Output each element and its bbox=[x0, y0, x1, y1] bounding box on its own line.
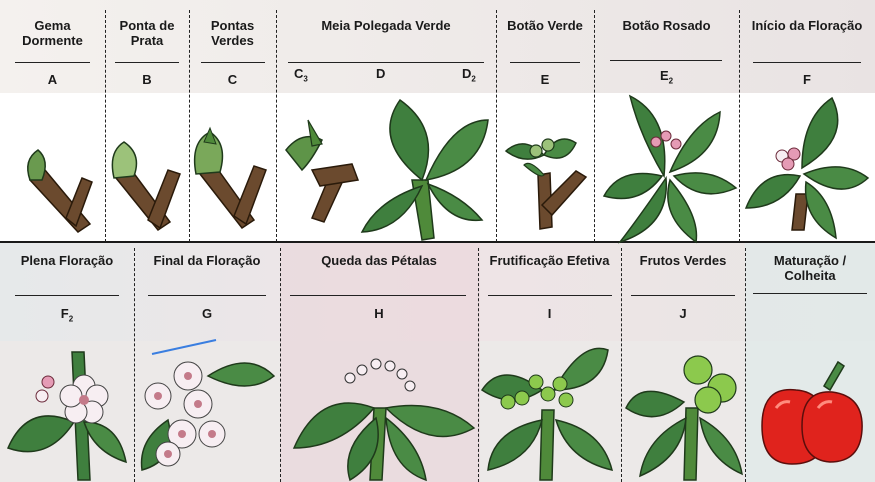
flower bbox=[60, 375, 108, 423]
stage-rule bbox=[115, 62, 179, 63]
stage-code-left: C3 bbox=[294, 66, 308, 84]
illustration-silver-tip bbox=[108, 140, 188, 235]
stage-code-mid: D bbox=[376, 66, 385, 81]
stage-rule bbox=[148, 295, 266, 296]
stage-d: Meia Polegada Verde C3 D D2 bbox=[276, 0, 496, 93]
stage-rule bbox=[753, 293, 867, 294]
illustration-green-bud bbox=[500, 125, 592, 230]
stage-a: Gema Dormente A bbox=[0, 0, 105, 93]
stage-code: A bbox=[0, 72, 105, 87]
illustration-dormant-bud bbox=[20, 140, 100, 235]
stage-b: Ponta de Prata B bbox=[105, 0, 189, 93]
stage-rule bbox=[610, 60, 722, 61]
stage-code: H bbox=[280, 306, 478, 321]
illustration-ripe-fruit bbox=[752, 356, 872, 476]
stage-code: F2 bbox=[0, 306, 134, 324]
stage-j: Frutos Verdes J bbox=[621, 243, 745, 341]
stage-title: Frutificação Efetiva bbox=[478, 253, 621, 268]
illustration-fruit-set bbox=[482, 340, 618, 480]
stage-title: Plena Floração bbox=[0, 253, 134, 268]
stage-rule bbox=[201, 62, 265, 63]
stage-code: I bbox=[478, 306, 621, 321]
stage-title: Meia Polegada Verde bbox=[276, 18, 496, 33]
illustration-petal-fall bbox=[290, 348, 476, 480]
stage-title: Pontas Verdes bbox=[189, 18, 276, 48]
stage-e: Botão Verde E bbox=[496, 0, 594, 93]
illustration-end-bloom bbox=[138, 340, 278, 480]
stage-f: Início da Floração F bbox=[739, 0, 875, 93]
stage-title: Frutos Verdes bbox=[621, 253, 745, 268]
stage-rule bbox=[288, 62, 484, 63]
stage-title: Gema Dormente bbox=[0, 18, 105, 48]
stage-code: C bbox=[189, 72, 276, 87]
stage-code: G bbox=[134, 306, 280, 321]
stage-rule bbox=[290, 295, 466, 296]
stage-e2: Botão Rosado E2 bbox=[594, 0, 739, 93]
stage-title: Final da Floração bbox=[134, 253, 280, 268]
stage-title: Maturação / Colheita bbox=[745, 253, 875, 283]
stage-i: Frutificação Efetiva I bbox=[478, 243, 621, 341]
stage-title: Botão Verde bbox=[496, 18, 594, 33]
stage-code: E2 bbox=[594, 68, 739, 86]
illustration-green-fruits bbox=[626, 348, 744, 480]
stage-rule bbox=[631, 295, 735, 296]
illustration-half-inch-green bbox=[282, 100, 494, 240]
illustration-full-bloom bbox=[8, 352, 130, 480]
stage-rule bbox=[15, 62, 90, 63]
illustration-green-tip bbox=[192, 132, 274, 232]
stage-title: Queda das Pétalas bbox=[280, 253, 478, 268]
illustration-first-bloom bbox=[742, 98, 874, 240]
stage-f2: Plena Floração F2 bbox=[0, 243, 134, 341]
stage-g: Final da Floração G bbox=[134, 243, 280, 341]
stage-code: E bbox=[496, 72, 594, 87]
stage-title: Início da Floração bbox=[739, 18, 875, 33]
stage-harvest: Maturação / Colheita bbox=[745, 243, 875, 341]
stage-c: Pontas Verdes C bbox=[189, 0, 276, 93]
stage-rule bbox=[488, 295, 612, 296]
stage-code: J bbox=[621, 306, 745, 321]
stage-title: Botão Rosado bbox=[594, 18, 739, 33]
stage-code: F bbox=[739, 72, 875, 87]
stage-rule bbox=[15, 295, 119, 296]
stage-title: Ponta de Prata bbox=[105, 18, 189, 48]
stage-code: B bbox=[105, 72, 189, 87]
stage-rule bbox=[753, 62, 861, 63]
stage-rule bbox=[510, 62, 580, 63]
illustration-pink-bud bbox=[600, 96, 738, 242]
stage-h: Queda das Pétalas H bbox=[280, 243, 478, 341]
stage-code-right: D2 bbox=[462, 66, 476, 84]
